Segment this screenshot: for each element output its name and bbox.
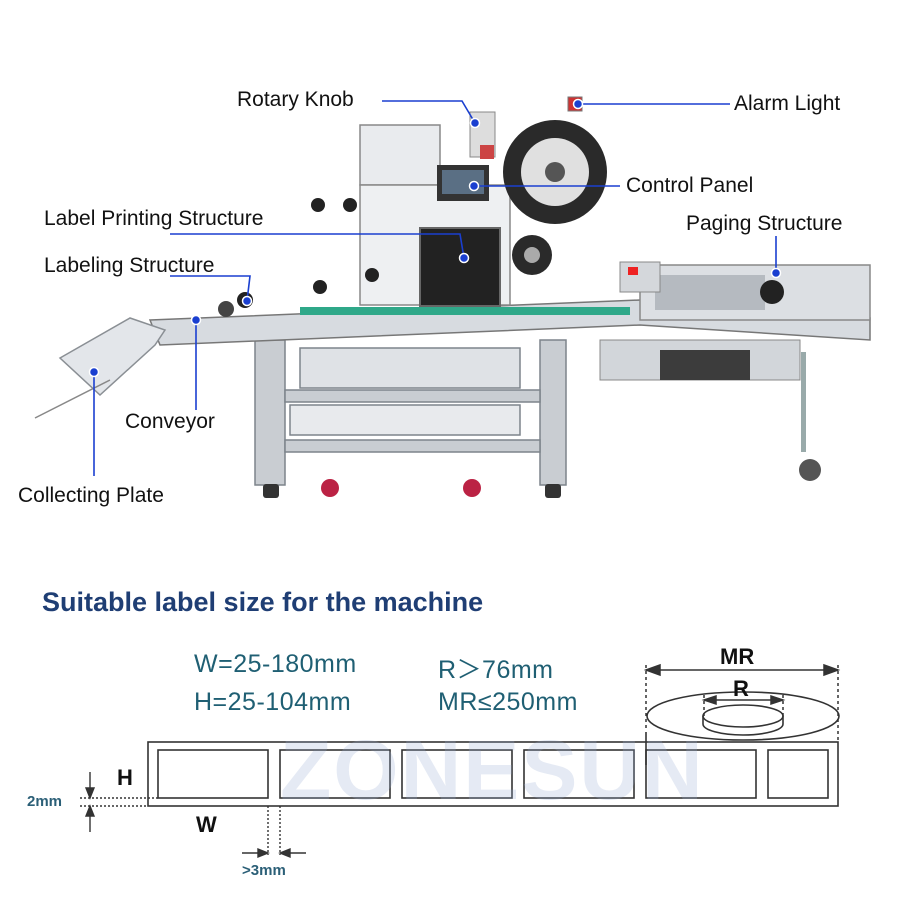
paging-structure-shape <box>619 261 871 321</box>
dim-mr-label: MR <box>720 644 755 669</box>
machine-frame <box>254 339 567 486</box>
watermark: ZONESUN <box>280 723 705 817</box>
dim-h-label: H <box>117 765 133 790</box>
vertical-gap-dimension <box>80 772 158 832</box>
spec-inner-radius: R＞76mm <box>438 656 554 684</box>
collecting-plate-shape <box>34 317 167 419</box>
callout-label-printing: Label Printing Structure <box>44 207 264 230</box>
dim-gap-horizontal: >3mm <box>242 862 286 879</box>
callout-control-panel: Control Panel <box>626 174 754 197</box>
spec-max-radius: MR≤250mm <box>438 688 578 716</box>
section-title: Suitable label size for the machine <box>42 587 484 617</box>
callout-dots <box>88 98 782 378</box>
callout-alarm-light: Alarm Light <box>734 92 841 115</box>
label-roll <box>645 691 840 765</box>
callout-labeling: Labeling Structure <box>44 254 215 277</box>
callout-collecting-plate: Collecting Plate <box>18 484 164 507</box>
mr-dimension <box>643 663 841 740</box>
callout-paging: Paging Structure <box>686 212 843 235</box>
roller-assembly <box>218 198 379 317</box>
callout-lines <box>93 100 777 476</box>
dim-gap-vertical: 2mm <box>27 793 63 810</box>
spec-width: W=25-180mm <box>194 650 357 678</box>
machine-feet <box>263 352 821 498</box>
dim-r-label: R <box>733 676 749 701</box>
horizontal-gap-dimension <box>242 806 306 859</box>
r-dimension <box>701 694 786 716</box>
callout-conveyor: Conveyor <box>125 410 215 433</box>
main-body-shape <box>359 96 607 307</box>
spec-height: H=25-104mm <box>194 688 352 716</box>
dim-w-label: W <box>196 812 217 837</box>
callout-rotary-knob: Rotary Knob <box>237 88 354 111</box>
label-strip <box>147 741 839 807</box>
